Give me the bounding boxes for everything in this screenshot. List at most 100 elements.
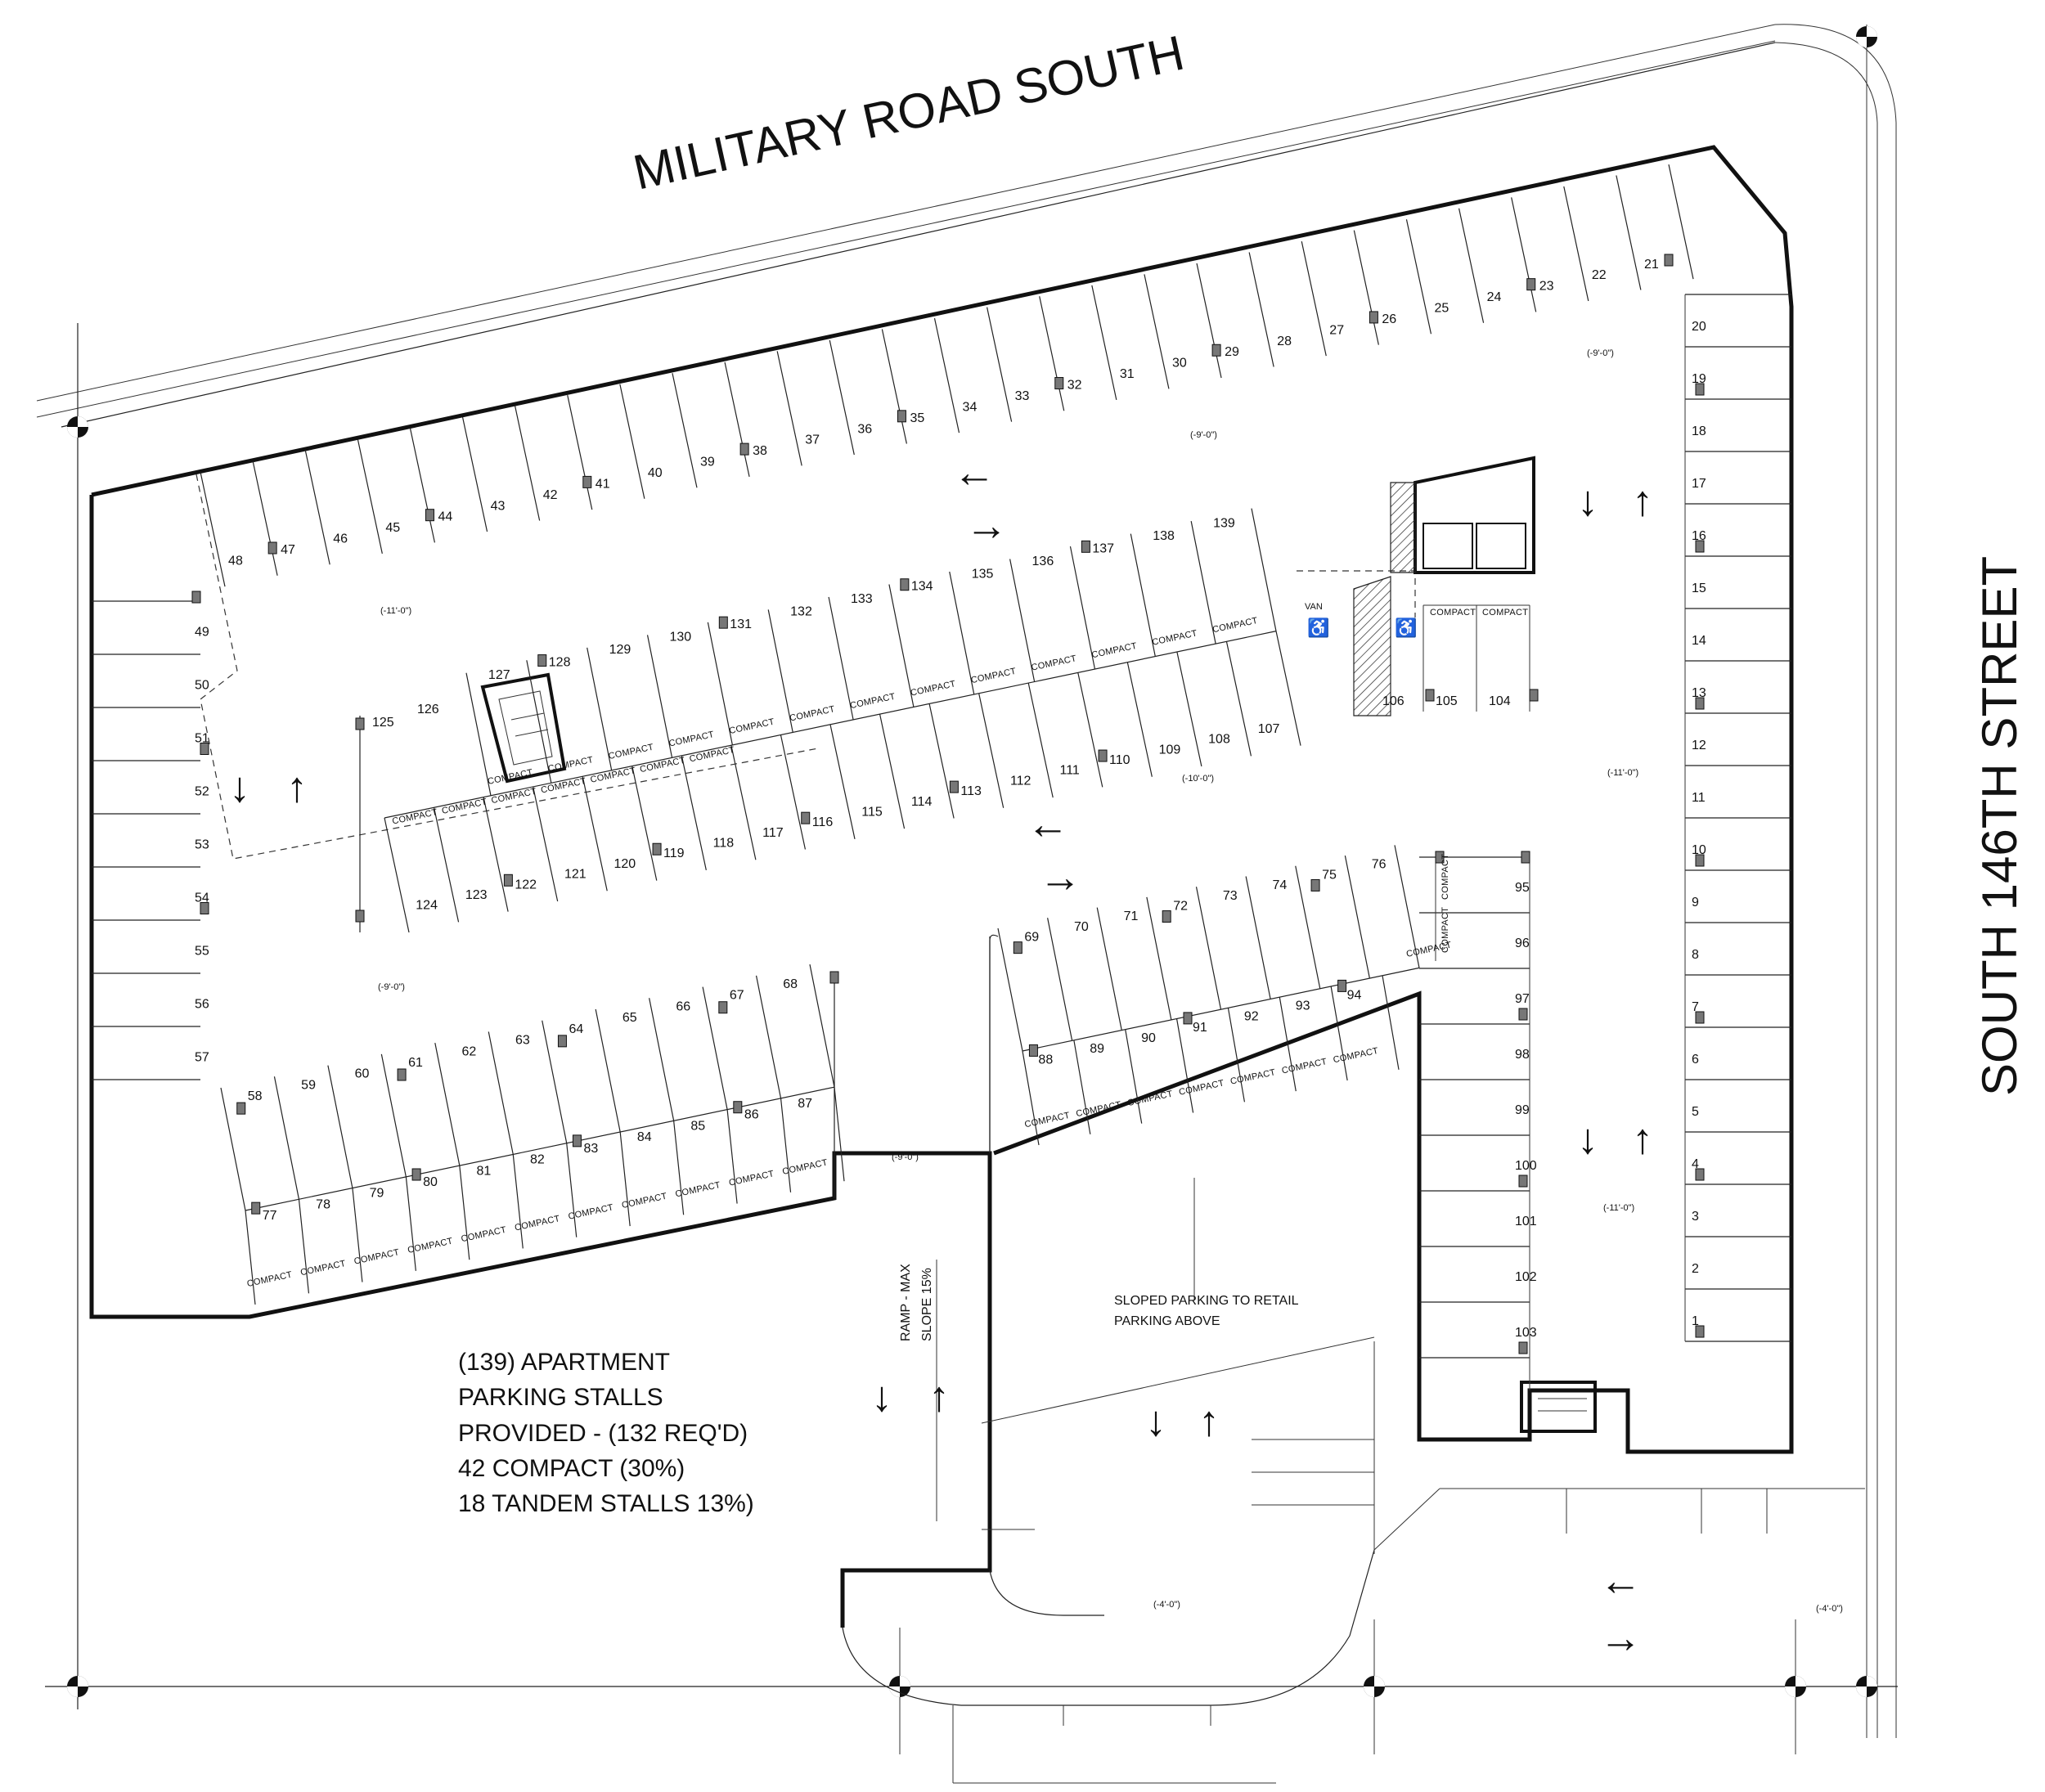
- column-marker: [949, 780, 959, 793]
- stall-line: [1279, 997, 1297, 1092]
- accessible-icon: ♿: [1395, 618, 1417, 638]
- stall-lines: [92, 164, 1791, 1390]
- compact-stall-label: COMPACT: [1229, 1067, 1277, 1086]
- stall-number: 41: [596, 477, 610, 491]
- stall-number: 5: [1692, 1105, 1699, 1119]
- column-marker: [251, 1201, 261, 1215]
- stall-line: [1069, 546, 1096, 670]
- stall-number: 16: [1692, 529, 1706, 543]
- column-marker: [425, 509, 434, 522]
- stall-number: 77: [263, 1209, 277, 1223]
- column-marker: [355, 717, 365, 730]
- stall-number: 35: [910, 411, 924, 425]
- stall-number: 124: [416, 899, 438, 913]
- stall-number: 52: [195, 785, 209, 799]
- column-marker: [1211, 344, 1221, 357]
- stall-line: [1027, 682, 1054, 798]
- stall-summary-note: (139) APARTMENT PARKING STALLS PROVIDED …: [458, 1349, 754, 1517]
- stall-number: 36: [857, 422, 872, 436]
- arrow-up-icon: ↑: [286, 764, 308, 811]
- stall-number: 75: [1322, 868, 1337, 882]
- stall-number: 90: [1141, 1031, 1156, 1045]
- stall-number: 80: [423, 1175, 438, 1189]
- stall-number: 72: [1173, 900, 1188, 914]
- stall-number: 42: [543, 488, 558, 502]
- stall-line: [672, 373, 698, 488]
- stall-number: 89: [1090, 1042, 1104, 1056]
- column-marker: [355, 909, 365, 923]
- arrow-left-icon: ←: [1027, 801, 1069, 848]
- stall-number: 3: [1692, 1210, 1699, 1224]
- stall-line: [726, 1109, 738, 1204]
- stall-number: 117: [762, 826, 784, 840]
- stall-line: [928, 703, 955, 819]
- stall-line: [1295, 865, 1321, 989]
- compact-stall-label: COMPACT: [1482, 608, 1528, 618]
- stall-number: 93: [1296, 999, 1310, 1013]
- stall-line: [1251, 508, 1277, 631]
- ramp-note-line-1: RAMP - MAX: [899, 1264, 913, 1341]
- arrow-down-icon: ↓: [871, 1373, 892, 1421]
- stall-number: 44: [438, 510, 452, 524]
- stall-line: [352, 1188, 363, 1282]
- stall-number: 119: [663, 847, 685, 860]
- column-marker: [1054, 377, 1064, 390]
- stall-line: [582, 776, 608, 892]
- stall-number: 23: [1539, 280, 1554, 294]
- stall-number: 12: [1692, 739, 1706, 752]
- stall-number: 57: [195, 1051, 209, 1065]
- stall-number: 122: [515, 878, 537, 892]
- compact-stall-label: COMPACT: [1126, 1089, 1174, 1108]
- stall-number: 53: [195, 838, 209, 852]
- stall-number: 70: [1074, 920, 1089, 934]
- stall-line: [780, 734, 807, 850]
- compact-stall-label: COMPACT: [1430, 608, 1476, 618]
- stall-line: [1009, 559, 1036, 682]
- stall-number: 58: [248, 1089, 263, 1103]
- column-marker: [1695, 697, 1705, 710]
- stall-number: 17: [1692, 477, 1706, 491]
- stall-number: 28: [1277, 335, 1292, 348]
- stall-line: [1022, 1050, 1040, 1146]
- elevation-tag: (-11'-0"): [380, 606, 411, 616]
- summary-line-3: PROVIDED - (132 REQ'D): [458, 1420, 748, 1447]
- stall-number: 25: [1435, 302, 1449, 316]
- elevation-tag: (-11'-0"): [1603, 1203, 1634, 1213]
- column-marker: [557, 1035, 567, 1048]
- stall-line: [619, 1131, 631, 1227]
- stall-number: 104: [1489, 694, 1511, 708]
- stall-number: 7: [1692, 1000, 1699, 1014]
- arrow-right-icon: →: [1599, 1615, 1642, 1662]
- stall-line: [1077, 672, 1103, 788]
- stall-line: [488, 1031, 514, 1155]
- east-street-name: SOUTH 146TH STREET: [1972, 556, 2027, 1096]
- compact-stall-label: COMPACT: [674, 1180, 721, 1199]
- stall-line: [533, 786, 559, 902]
- stall-number: 88: [1038, 1053, 1053, 1067]
- column-marker: [503, 874, 513, 887]
- stall-number: 46: [333, 532, 348, 546]
- stall-line: [776, 351, 802, 466]
- stall-number: 51: [195, 732, 209, 746]
- sloped-parking-note: SLOPED PARKING TO RETAIL PARKING ABOVE: [1114, 1294, 1299, 1328]
- stall-line: [1245, 876, 1271, 999]
- stall-number: 109: [1159, 743, 1181, 757]
- column-marker: [1013, 941, 1022, 954]
- column-marker: [1098, 749, 1108, 762]
- compact-stall-label: COMPACT: [1031, 653, 1078, 672]
- stair-core-south: [1520, 1381, 1597, 1433]
- column-marker: [537, 654, 547, 667]
- stall-number: 76: [1372, 858, 1387, 872]
- stall-number: 118: [713, 837, 735, 851]
- compact-stall-label: COMPACT: [1440, 854, 1450, 900]
- stall-line: [1091, 285, 1117, 400]
- stall-number: 94: [1347, 988, 1362, 1002]
- stall-line: [252, 460, 278, 576]
- compact-stall-label: COMPACT: [1091, 641, 1139, 660]
- stall-number: 18: [1692, 424, 1706, 438]
- compact-stall-label: COMPACT: [547, 755, 595, 774]
- stall-line: [542, 1020, 568, 1143]
- column-marker: [1028, 1044, 1038, 1057]
- compact-stall-label: COMPACT: [1075, 1100, 1122, 1119]
